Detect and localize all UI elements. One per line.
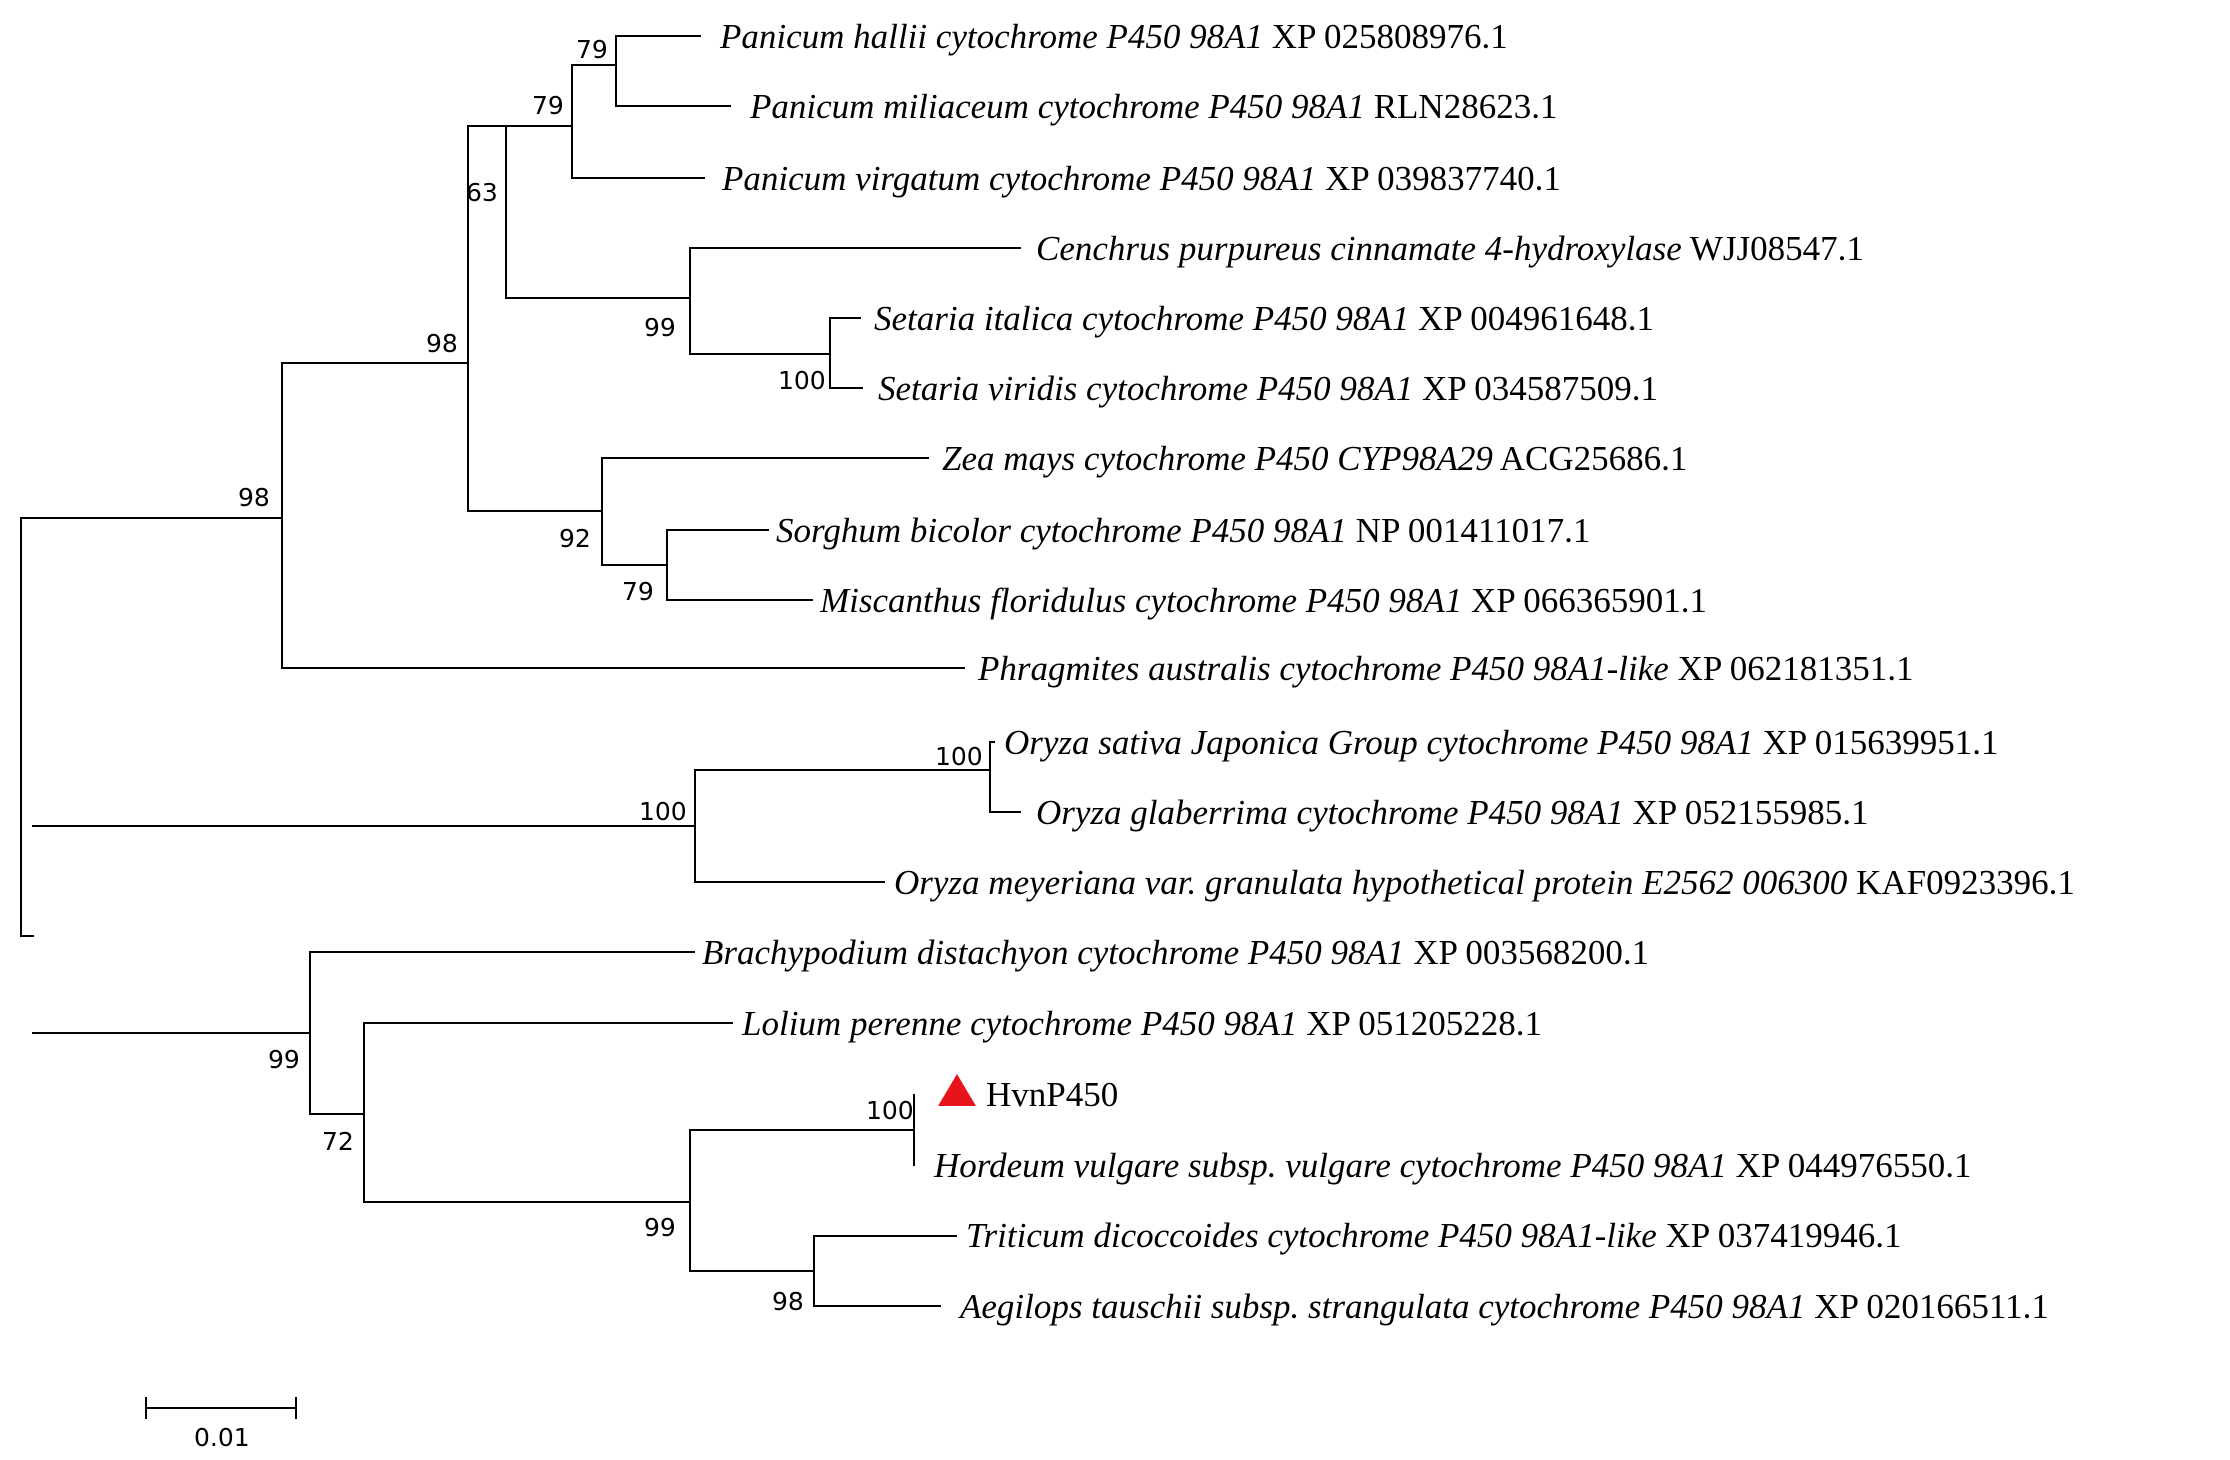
taxon-label-brachypodium-distachyon: Brachypodium distachyon cytochrome P450 … [702, 933, 1649, 972]
bootstrap-label: 63 [466, 178, 498, 207]
taxon-label-oryza-glaberrima: Oryza glaberrima cytochrome P450 98A1 XP… [1036, 793, 1868, 832]
branch-triticeae-lolium [309, 1022, 365, 1203]
taxon-label-hordeum-vulgare: Hordeum vulgare subsp. vulgare cytochrom… [933, 1146, 1972, 1185]
taxon-label-panicum-hallii: Panicum hallii cytochrome P450 98A1 XP 0… [719, 17, 1508, 56]
branch-panicum [505, 64, 573, 179]
bootstrap-label: 79 [532, 91, 564, 120]
red-triangle-icon [938, 1074, 976, 1106]
branch-oryza-sativa-glaberrima [694, 741, 991, 813]
taxon-label-sorghum-bicolor: Sorghum bicolor cytochrome P450 98A1 NP … [776, 511, 1590, 550]
branch-panicum-setaria [467, 125, 507, 299]
hvnp450-group: HvnP450 [938, 1074, 1118, 1114]
bootstrap-label: 98 [238, 483, 270, 512]
bootstrap-label: 92 [559, 524, 591, 553]
taxon-label-aegilops-tauschii: Aegilops tauschii subsp. strangulata cyt… [958, 1287, 2049, 1326]
branch-pooid-clade [32, 951, 311, 1115]
taxon-label-phragmites-australis: Phragmites australis cytochrome P450 98A… [977, 649, 1914, 688]
root-branch [20, 517, 34, 937]
bootstrap-label: 98 [772, 1287, 804, 1316]
bootstrap-label: 100 [866, 1096, 914, 1125]
taxon-label-lolium-perenne: Lolium perenne cytochrome P450 98A1 XP 0… [741, 1004, 1542, 1043]
taxon-label-setaria-viridis: Setaria viridis cytochrome P450 98A1 XP … [878, 369, 1658, 408]
branch-upper-clade [32, 362, 283, 669]
taxon-label-triticum-dicoccoides: Triticum dicoccoides cytochrome P450 98A… [966, 1216, 1901, 1255]
bootstrap-label: 99 [644, 313, 676, 342]
taxon-label-panicum-miliaceum: Panicum miliaceum cytochrome P450 98A1 R… [749, 87, 1557, 126]
branch-triticeae [363, 1129, 691, 1272]
branch-cenchrus-setaria [505, 247, 691, 355]
branch-sorghum-miscanthus [601, 529, 668, 601]
taxon-labels: Panicum hallii cytochrome P450 98A1 XP 0… [702, 17, 2075, 1326]
taxon-label-zea-mays: Zea mays cytochrome P450 CYP98A29 ACG256… [942, 439, 1687, 478]
taxon-label-cenchrus-purpureus: Cenchrus purpureus cinnamate 4-hydroxyla… [1036, 229, 1864, 268]
bootstrap-label: 98 [426, 329, 458, 358]
taxon-label-oryza-meyeriana: Oryza meyeriana var. granulata hypotheti… [894, 863, 2075, 902]
taxon-label-setaria-italica: Setaria italica cytochrome P450 98A1 XP … [874, 299, 1654, 338]
branch-panicoid-clade [281, 125, 469, 512]
bootstrap-label: 100 [935, 742, 983, 771]
tree-branches [20, 35, 1021, 1307]
bootstrap-label: 72 [322, 1127, 354, 1156]
branch-panicum-hal-mil [571, 35, 617, 107]
bootstrap-label: 100 [778, 366, 826, 395]
scale-bar-label: 0.01 [194, 1423, 250, 1452]
taxon-label-miscanthus-floridulus: Miscanthus floridulus cytochrome P450 98… [819, 581, 1707, 620]
bootstrap-label: 79 [622, 577, 654, 606]
taxon-label-hvnp450: HvnP450 [986, 1075, 1118, 1114]
scale-bar: 0.01 [145, 1397, 297, 1452]
branch-hordeum [689, 1094, 915, 1166]
bootstrap-label: 79 [576, 35, 608, 64]
scale-bar-line [145, 1397, 297, 1419]
taxon-label-panicum-virgatum: Panicum virgatum cytochrome P450 98A1 XP… [721, 159, 1561, 198]
branch-oryza-clade [32, 769, 696, 883]
bootstrap-label: 99 [268, 1045, 300, 1074]
branch-andropogoneae [467, 457, 603, 566]
branch-triticum-aegilops [689, 1235, 815, 1307]
branch-setaria [689, 317, 831, 389]
bootstrap-labels: 79 79 63 99 100 98 92 79 98 100 100 99 7… [238, 35, 983, 1316]
taxon-label-oryza-sativa: Oryza sativa Japonica Group cytochrome P… [1004, 723, 1998, 762]
bootstrap-label: 100 [639, 797, 687, 826]
bootstrap-label: 99 [644, 1213, 676, 1242]
